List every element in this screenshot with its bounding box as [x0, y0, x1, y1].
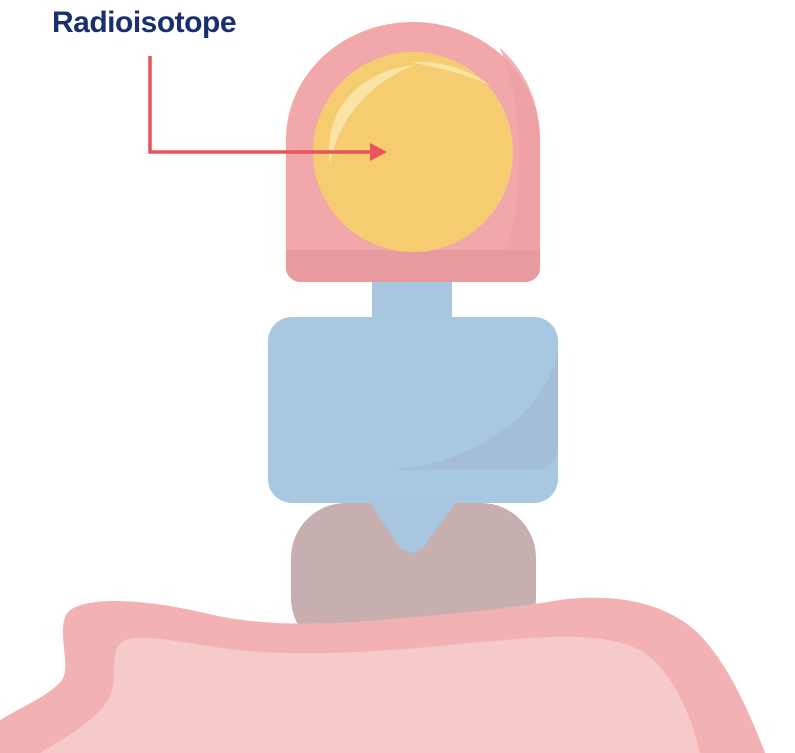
tissue-inner-layer: [40, 637, 700, 753]
body-block: [268, 317, 558, 503]
capsule-shell-shade: [286, 250, 540, 282]
radioisotope-label: Radioisotope: [52, 6, 236, 40]
